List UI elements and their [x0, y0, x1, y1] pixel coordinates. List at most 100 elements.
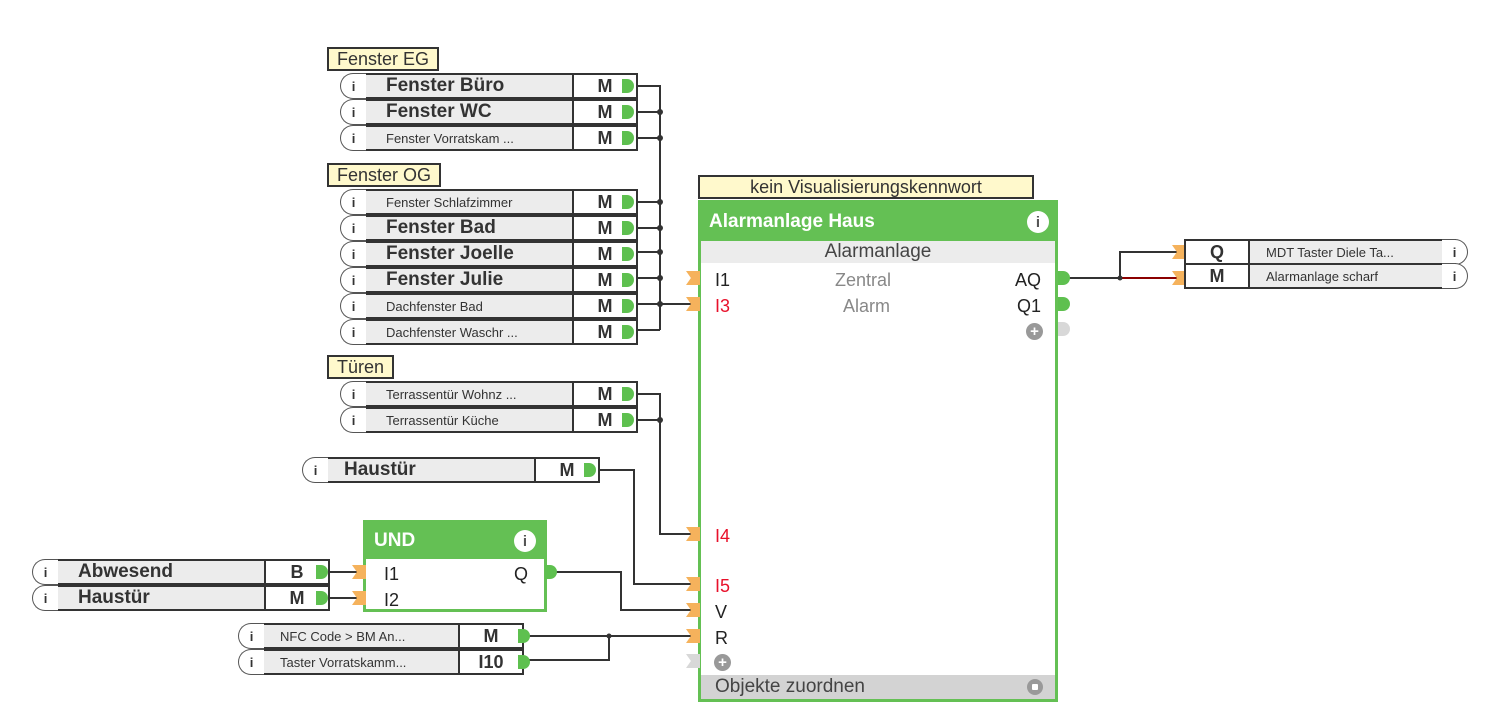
alarm-block[interactable]: Alarmanlage Haus i Alarmanlage I1 I3 Zen…: [698, 200, 1058, 702]
info-icon[interactable]: i: [1027, 211, 1049, 233]
add-input-icon[interactable]: +: [714, 654, 731, 671]
junction: [657, 249, 663, 255]
input-object-nfc-code[interactable]: i NFC Code > BM An... M: [238, 623, 524, 649]
output-port[interactable]: [622, 195, 634, 209]
junction: [606, 633, 612, 639]
junction: [657, 135, 663, 141]
input-object-taster-vorratskammer[interactable]: i Taster Vorratskamm... I10: [238, 649, 524, 675]
input-object-abwesend[interactable]: i Abwesend B: [32, 559, 330, 585]
info-icon[interactable]: i: [1442, 239, 1468, 265]
info-icon[interactable]: i: [1442, 263, 1468, 289]
output-port[interactable]: [584, 463, 596, 477]
output-port[interactable]: [622, 221, 634, 235]
und-block[interactable]: UND i I1 I2 Q: [363, 520, 547, 612]
info-icon[interactable]: i: [340, 99, 366, 125]
group-label-fenster-eg: Fenster EG: [327, 47, 440, 71]
pin-i1: I1: [384, 564, 400, 584]
output-port[interactable]: [622, 79, 634, 93]
junction: [657, 301, 663, 307]
object-type: M: [574, 267, 638, 293]
output-port[interactable]: [622, 105, 634, 119]
output-port[interactable]: [545, 565, 557, 579]
add-output-icon[interactable]: +: [1026, 323, 1043, 340]
input-object-haustuer-2[interactable]: i Haustür M: [32, 585, 330, 611]
pin-v: V: [715, 602, 728, 622]
wire: [592, 469, 694, 585]
input-port-i1[interactable]: [686, 271, 700, 285]
info-icon[interactable]: i: [32, 559, 58, 585]
output-port-q1[interactable]: [1058, 297, 1070, 311]
wire: [556, 571, 694, 611]
input-port-i4[interactable]: [686, 527, 700, 541]
output-port[interactable]: [622, 387, 634, 401]
info-icon[interactable]: i: [340, 381, 366, 407]
input-port[interactable]: [352, 591, 366, 605]
info-icon[interactable]: i: [340, 125, 366, 151]
info-icon[interactable]: i: [32, 585, 58, 611]
object-name: Fenster Büro: [356, 73, 574, 99]
output-object-alarmanlage-scharf[interactable]: M Alarmanlage scharf i: [1184, 263, 1468, 289]
output-port-empty[interactable]: [1058, 322, 1070, 336]
info-icon[interactable]: i: [340, 189, 366, 215]
settings-icon[interactable]: [1027, 679, 1043, 695]
output-port[interactable]: [316, 591, 328, 605]
output-port[interactable]: [518, 655, 530, 669]
assign-objects-bar[interactable]: Objekte zuordnen: [701, 675, 1055, 699]
info-icon[interactable]: i: [340, 267, 366, 293]
object-type: M: [460, 623, 524, 649]
info-icon[interactable]: i: [238, 649, 264, 675]
und-block-header[interactable]: UND i: [366, 523, 544, 559]
output-port[interactable]: [316, 565, 328, 579]
object-name: Fenster Bad: [356, 215, 574, 241]
group-label-fenster-og: Fenster OG: [327, 163, 442, 187]
output-port[interactable]: [622, 325, 634, 339]
input-port-r[interactable]: [686, 629, 700, 643]
input-port-i3[interactable]: [686, 297, 700, 311]
input-port-v[interactable]: [686, 603, 700, 617]
group-label-tueren: Türen: [327, 355, 395, 379]
output-port[interactable]: [622, 247, 634, 261]
info-icon[interactable]: i: [340, 407, 366, 433]
output-port[interactable]: [622, 299, 634, 313]
object-name: Alarmanlage scharf: [1250, 263, 1456, 289]
input-port-i5[interactable]: [686, 577, 700, 591]
visualization-password-label: kein Visualisierungskennwort: [698, 175, 1034, 199]
output-port-aq[interactable]: [1058, 271, 1070, 285]
info-icon[interactable]: i: [340, 293, 366, 319]
alarm-block-header[interactable]: Alarmanlage Haus i: [701, 203, 1055, 241]
output-port[interactable]: [622, 273, 634, 287]
input-port[interactable]: [352, 565, 366, 579]
output-port[interactable]: [622, 131, 634, 145]
info-icon[interactable]: i: [340, 215, 366, 241]
input-port-empty[interactable]: [686, 654, 700, 668]
info-icon[interactable]: i: [340, 241, 366, 267]
junction: [657, 417, 663, 423]
junction: [657, 225, 663, 231]
info-icon[interactable]: i: [302, 457, 328, 483]
pin-q: Q: [513, 564, 528, 584]
info-icon[interactable]: i: [514, 530, 536, 552]
info-icon[interactable]: i: [340, 319, 366, 345]
input-port[interactable]: [1172, 271, 1186, 285]
output-port[interactable]: [518, 629, 530, 643]
info-icon[interactable]: i: [340, 73, 366, 99]
label-alarm: Alarm: [843, 296, 891, 316]
wire: [630, 393, 694, 535]
output-object-mdt-taster[interactable]: Q MDT Taster Diele Ta... i: [1184, 239, 1468, 265]
input-port[interactable]: [1172, 245, 1186, 259]
info-icon[interactable]: i: [238, 623, 264, 649]
output-port[interactable]: [622, 413, 634, 427]
object-name: Dachfenster Waschr ...: [356, 319, 574, 345]
input-object-haustuer[interactable]: i Haustür M: [302, 457, 600, 483]
